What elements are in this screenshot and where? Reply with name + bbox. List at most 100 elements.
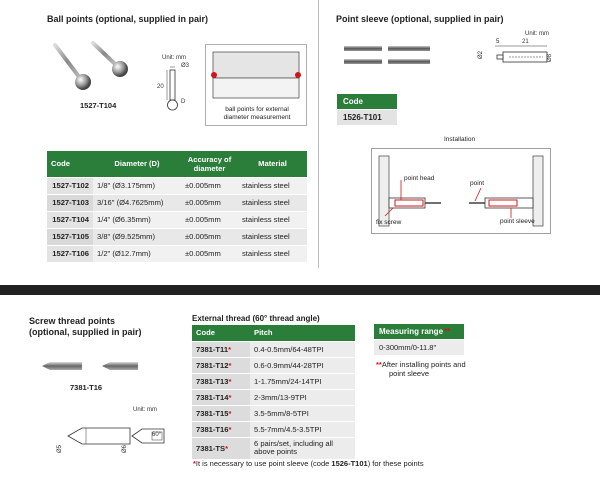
cell-code: 1527-T106 (47, 245, 93, 263)
ball-points-table: Code Diameter (D) Accuracy of diameter M… (47, 151, 307, 263)
measuring-range-note: **After installing points and point slee… (376, 360, 466, 378)
label-point: point (470, 180, 485, 187)
ball-points-title: Ball points (optional, supplied in pair) (47, 14, 208, 24)
table-row: 7381-TS*6 pairs/set, including all above… (192, 437, 355, 460)
point-sleeve-code-value: 1526-T101 (337, 110, 397, 125)
ball-point-dimension-drawing (166, 66, 178, 111)
cell-code-text: 7381-TS (196, 443, 226, 453)
cell-accuracy: ±0.005mm (181, 228, 238, 246)
cell-material: stainless steel (238, 177, 307, 195)
measuring-range-note-line1: After installing points and (381, 360, 466, 369)
footnote-code: 1526-T101 (331, 459, 368, 468)
table-row: 7381-T16*5.5-7mm/4.5-3.5TPI (192, 421, 355, 438)
external-thread-title: External thread (60° thread angle) (192, 314, 320, 323)
col-header-code: Code (47, 151, 93, 178)
measuring-range-stars: ** (444, 327, 451, 336)
cell-code-text: 7381-T13 (196, 376, 229, 386)
dim-phi2: Ø2 (478, 50, 485, 60)
cell-code-star: * (228, 376, 232, 386)
installation-illustration (371, 148, 551, 234)
cell-accuracy: ±0.005mm (181, 211, 238, 229)
top-divider (318, 0, 319, 268)
ext-col-header-code: Code (192, 325, 250, 342)
dim-d: D (181, 99, 186, 105)
cell-diameter: 1/8" (Ø3.175mm) (93, 177, 181, 195)
label-fix-screw: fix screw (376, 219, 402, 226)
measuring-range-header: Measuring range** (374, 324, 464, 339)
measuring-range-value: 0-300mm/0-11.8" (374, 340, 464, 355)
label-point-head: point head (404, 175, 435, 182)
cell-pitch: 0.4-0.5mm/64-48TPI (250, 341, 355, 358)
table-row: 7381-T11*0.4-0.5mm/64-48TPI (192, 341, 355, 358)
table-row: 7381-T15*3.5-5mm/8-5TPI (192, 405, 355, 422)
dim-phi5: Ø5 (57, 444, 64, 454)
measuring-range-note-stars: ** (376, 360, 382, 369)
cell-pitch: 5.5-7mm/4.5-3.5TPI (250, 421, 355, 438)
external-thread-footnote: *It is necessary to use point sleeve (co… (193, 459, 424, 468)
table-row: 7381-T13*1-1.75mm/24-14TPI (192, 373, 355, 390)
dim-21: 21 (522, 39, 529, 45)
screw-thread-code: 7381-T16 (70, 383, 103, 392)
cell-code-text: 7381-T12 (196, 360, 229, 370)
cell-code: 7381-T16* (192, 421, 250, 438)
cell-code: 1527-T103 (47, 194, 93, 212)
ball-points-unit: Unit: mm (162, 55, 186, 61)
cell-code-text: 7381-T16 (196, 424, 229, 434)
table-row: 7381-T14*2-3mm/13-9TPI (192, 389, 355, 406)
point-sleeve-title: Point sleeve (optional, supplied in pair… (336, 14, 504, 24)
cell-code: 7381-TS* (192, 437, 250, 460)
cell-diameter: 1/4" (Ø6.35mm) (93, 211, 181, 229)
screw-thread-title: Screw thread points (optional, supplied … (29, 316, 142, 338)
measuring-range-note-line2: point sleeve (389, 369, 430, 378)
dim-60: 60° (152, 432, 162, 438)
dim-20: 20 (157, 84, 164, 90)
cell-material: stainless steel (238, 194, 307, 212)
ext-col-header-pitch: Pitch (250, 325, 355, 342)
col-header-material: Material (238, 151, 307, 178)
cell-code: 1527-T102 (47, 177, 93, 195)
ball-point-note-line1: ball points for external (225, 106, 289, 113)
cell-pitch: 3.5-5mm/8-5TPI (250, 405, 355, 422)
footnote-star: * (193, 459, 196, 468)
cell-accuracy: ±0.005mm (181, 194, 238, 212)
dim-phi8: Ø8 (547, 53, 554, 63)
table-row: 7381-T12*0.6-0.9mm/44-28TPI (192, 357, 355, 374)
footnote-prefix: It is necessary to use point sleeve (cod… (195, 459, 332, 468)
dim-5: 5 (496, 39, 500, 45)
screw-thread-title-line1: Screw thread points (29, 316, 116, 326)
cell-code: 7381-T11* (192, 341, 250, 358)
cell-code-star: * (228, 424, 232, 434)
cell-code-star: * (225, 443, 229, 453)
dim-phi6: Ø6 (122, 444, 129, 454)
cell-code: 7381-T12* (192, 357, 250, 374)
dim-phi3: Ø3 (181, 63, 190, 69)
cell-code: 7381-T13* (192, 373, 250, 390)
ball-point-code: 1527-T104 (80, 101, 117, 110)
cell-accuracy: ±0.005mm (181, 245, 238, 263)
point-sleeve-unit: Unit: mm (525, 31, 549, 37)
cell-code-text: 7381-T11 (196, 344, 229, 354)
ball-point-note-line2: diameter measurement (223, 114, 291, 121)
section-separator-band (0, 285, 600, 295)
col-header-accuracy: Accuracy of diameter (181, 151, 238, 178)
screw-thread-points-image (42, 362, 138, 370)
point-sleeve-dimension-drawing (495, 45, 548, 63)
screw-thread-title-line2: (optional, supplied in pair) (29, 327, 142, 337)
point-sleeve-code-header: Code (337, 94, 397, 109)
cell-code-text: 7381-T15 (196, 408, 229, 418)
installation-label: Installation (444, 136, 476, 143)
cell-accuracy: ±0.005mm (181, 177, 238, 195)
col-header-diameter: Diameter (D) (93, 151, 181, 178)
cell-code-star: * (228, 408, 232, 418)
cell-pitch: 1-1.75mm/24-14TPI (250, 373, 355, 390)
cell-code: 7381-T15* (192, 405, 250, 422)
cell-material: stainless steel (238, 245, 307, 263)
cell-code: 1527-T104 (47, 211, 93, 229)
cell-diameter: 1/2" (Ø12.7mm) (93, 245, 181, 263)
